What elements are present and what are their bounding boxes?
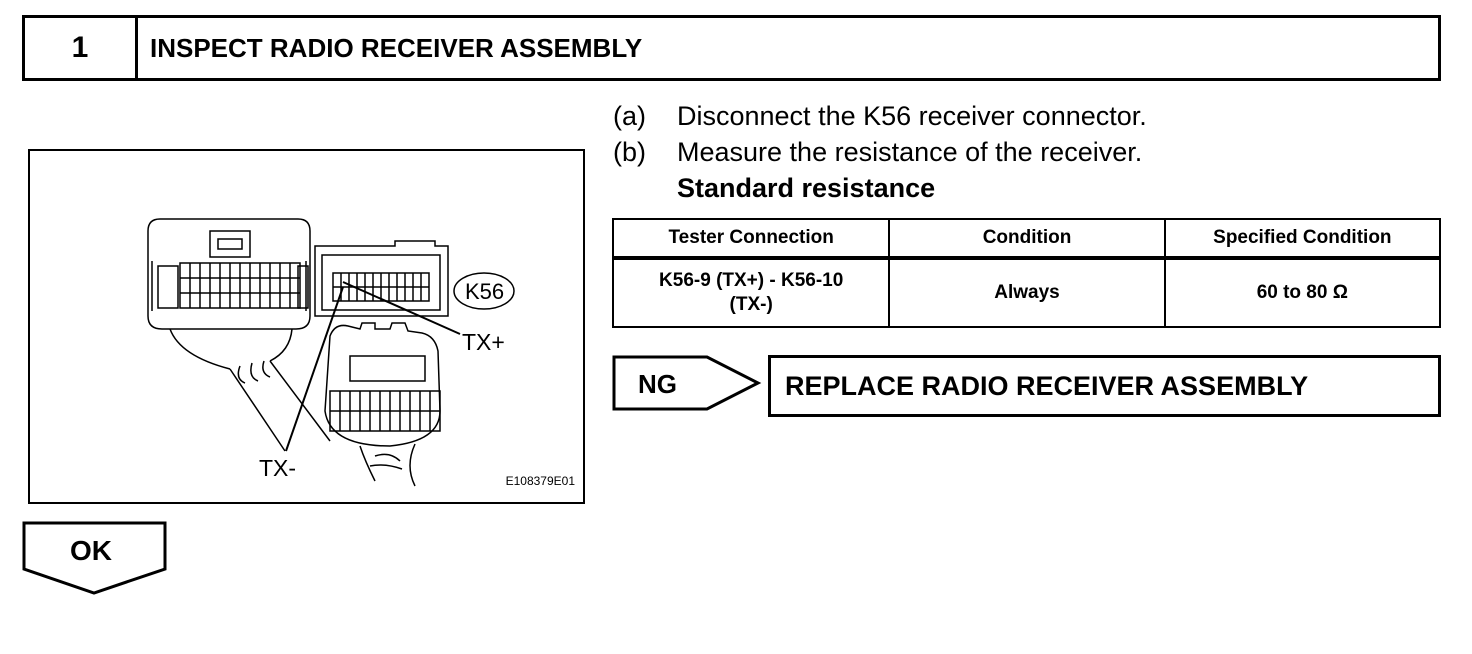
- connector-k56-label: K56: [465, 279, 505, 304]
- figure-code: E108379E01: [505, 474, 575, 488]
- header-specified-condition: Specified Condition: [1163, 218, 1442, 259]
- ng-label: NG: [638, 369, 677, 399]
- ok-arrow-icon: [22, 521, 167, 595]
- step-title: INSPECT RADIO RECEIVER ASSEMBLY: [150, 32, 643, 63]
- cell-tester-connection: K56-9 (TX+) - K56-10 (TX-): [611, 257, 891, 328]
- cell-specified-condition: 60 to 80 Ω: [1163, 257, 1442, 328]
- cell-condition: Always: [888, 257, 1166, 328]
- connector-drawing: [147, 218, 515, 487]
- tx-plus-label: TX+: [462, 329, 505, 355]
- step-header: 1 INSPECT RADIO RECEIVER ASSEMBLY: [22, 15, 1441, 81]
- instruction-b: (b) Measure the resistance of the receiv…: [613, 137, 1143, 167]
- step-number: 1: [25, 18, 138, 78]
- header-condition: Condition: [888, 218, 1166, 259]
- ng-arrow-icon: [612, 355, 762, 411]
- tx-minus-label: TX-: [259, 455, 297, 481]
- standard-heading: Standard resistance: [677, 173, 936, 203]
- connector-illustration: K56 TX+ TX- E108379E01: [28, 149, 585, 504]
- table-row: K56-9 (TX+) - K56-10 (TX-) Always 60 to …: [611, 257, 1442, 328]
- ok-label: OK: [70, 535, 112, 566]
- table-header-row: Tester Connection Condition Specified Co…: [611, 218, 1442, 259]
- header-tester-connection: Tester Connection: [611, 218, 891, 259]
- instructions: (a) Disconnect the K56 receiver connecto…: [613, 98, 1147, 206]
- spec-table: Tester Connection Condition Specified Co…: [611, 218, 1442, 328]
- ng-action-box: REPLACE RADIO RECEIVER ASSEMBLY: [768, 355, 1441, 417]
- instruction-a: (a) Disconnect the K56 receiver connecto…: [613, 101, 1147, 131]
